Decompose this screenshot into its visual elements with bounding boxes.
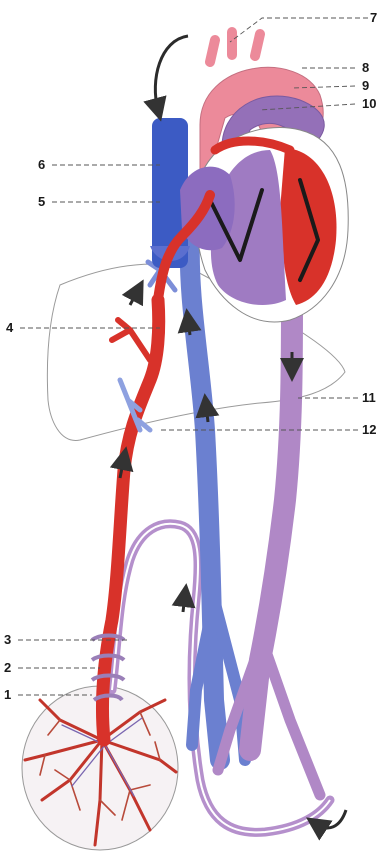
label-5: 5 — [38, 194, 45, 209]
label-11: 11 — [362, 390, 376, 405]
label-8: 8 — [362, 60, 369, 75]
label-2: 2 — [4, 660, 11, 675]
label-12: 12 — [362, 422, 376, 437]
label-7: 7 — [370, 10, 377, 25]
label-9: 9 — [362, 78, 369, 93]
aortic-branches — [210, 32, 260, 62]
label-10: 10 — [362, 96, 376, 111]
label-4: 4 — [6, 320, 14, 335]
label-3: 3 — [4, 632, 11, 647]
label-1: 1 — [4, 687, 11, 702]
label-6: 6 — [38, 157, 45, 172]
